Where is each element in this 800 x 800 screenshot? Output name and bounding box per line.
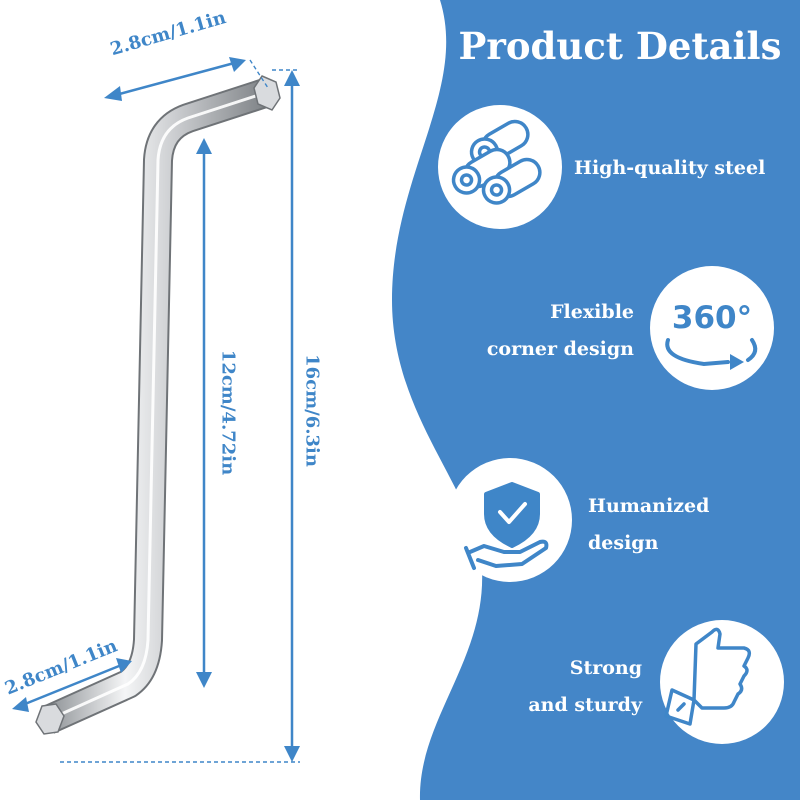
feature-circle-4	[660, 620, 784, 744]
feature-label-flexible-corner: Flexible corner design	[440, 294, 634, 368]
hex-key-wrench	[35, 75, 281, 735]
feature-label-line: Strong	[569, 657, 642, 679]
dimension-total-length-label: 16cm/6.3in	[301, 354, 323, 467]
feature-label-strong-sturdy: Strong and sturdy	[460, 650, 642, 724]
total-length-arrow	[284, 70, 300, 762]
feature-label-high-quality-steel: High-quality steel	[574, 150, 784, 187]
steel-rods-icon	[451, 119, 542, 205]
shield-hand-icon	[464, 482, 549, 570]
page-title: Product Details	[458, 24, 782, 68]
bottom-arm-arrow	[12, 658, 132, 712]
rotate-360-label: 360°	[672, 300, 752, 336]
feature-label-line: corner design	[486, 338, 634, 360]
dimension-inner-length-label: 12cm/4.72in	[217, 349, 239, 476]
feature-label-line: Humanized	[588, 495, 710, 517]
inner-length-arrow	[196, 138, 212, 688]
feature-label-line: design	[588, 532, 659, 554]
rotate-360-icon: 360°	[665, 300, 758, 370]
feature-label-humanized-design: Humanized design	[588, 488, 788, 562]
feature-label-line: and sturdy	[528, 694, 642, 716]
thumbs-up-icon	[664, 627, 752, 726]
dimension-guides	[60, 59, 300, 763]
feature-label-line: High-quality steel	[574, 157, 766, 179]
top-arm-arrow	[104, 57, 246, 101]
feature-label-line: Flexible	[550, 301, 634, 323]
